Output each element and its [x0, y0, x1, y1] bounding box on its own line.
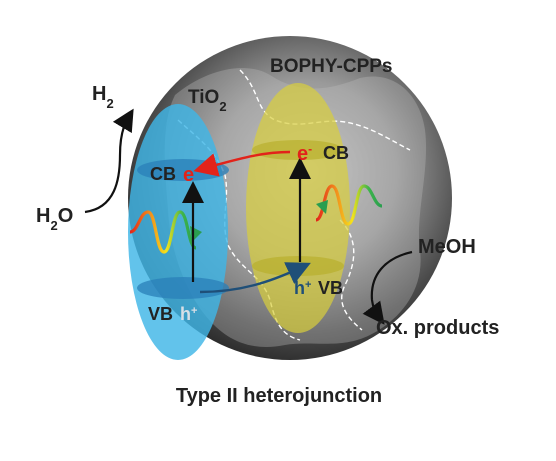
h2-label: H2	[92, 83, 114, 111]
tio2-label: TiO2	[188, 87, 227, 114]
hole-left-label: h+	[180, 304, 197, 324]
hole-right-label: h+	[294, 278, 311, 298]
bophy-cb-disk	[252, 140, 344, 160]
tio2-vb-disk	[137, 277, 229, 299]
light-wave-left	[129, 210, 197, 254]
cb-right-label: CB	[323, 143, 349, 163]
h2o-label: H2O	[36, 205, 73, 233]
bophy-label: BOPHY-CPPs	[270, 56, 392, 77]
bophy-vb-disk	[252, 256, 344, 276]
methanol-oxidation-arrow	[362, 250, 413, 325]
meoh-label: MeOH	[418, 236, 476, 258]
water-reduction-arrow	[84, 108, 134, 214]
tio2-ellipse	[128, 104, 228, 360]
light-wave-arrowhead-right	[316, 200, 328, 214]
vb-left-label: VB	[148, 304, 173, 324]
hole-transfer-arrow	[199, 262, 311, 294]
ox-products-label: Ox. products	[376, 317, 499, 339]
electron-transfer-arrow	[193, 150, 291, 177]
cb-left-label: CB	[150, 164, 176, 184]
grain-boundary-line	[339, 219, 363, 331]
caption: Type II heterojunction	[176, 385, 382, 407]
vb-right-label: VB	[318, 278, 343, 298]
light-wave-right	[315, 184, 383, 226]
electron-right-label: e-	[297, 142, 312, 165]
electron-left-label: e	[183, 164, 194, 186]
